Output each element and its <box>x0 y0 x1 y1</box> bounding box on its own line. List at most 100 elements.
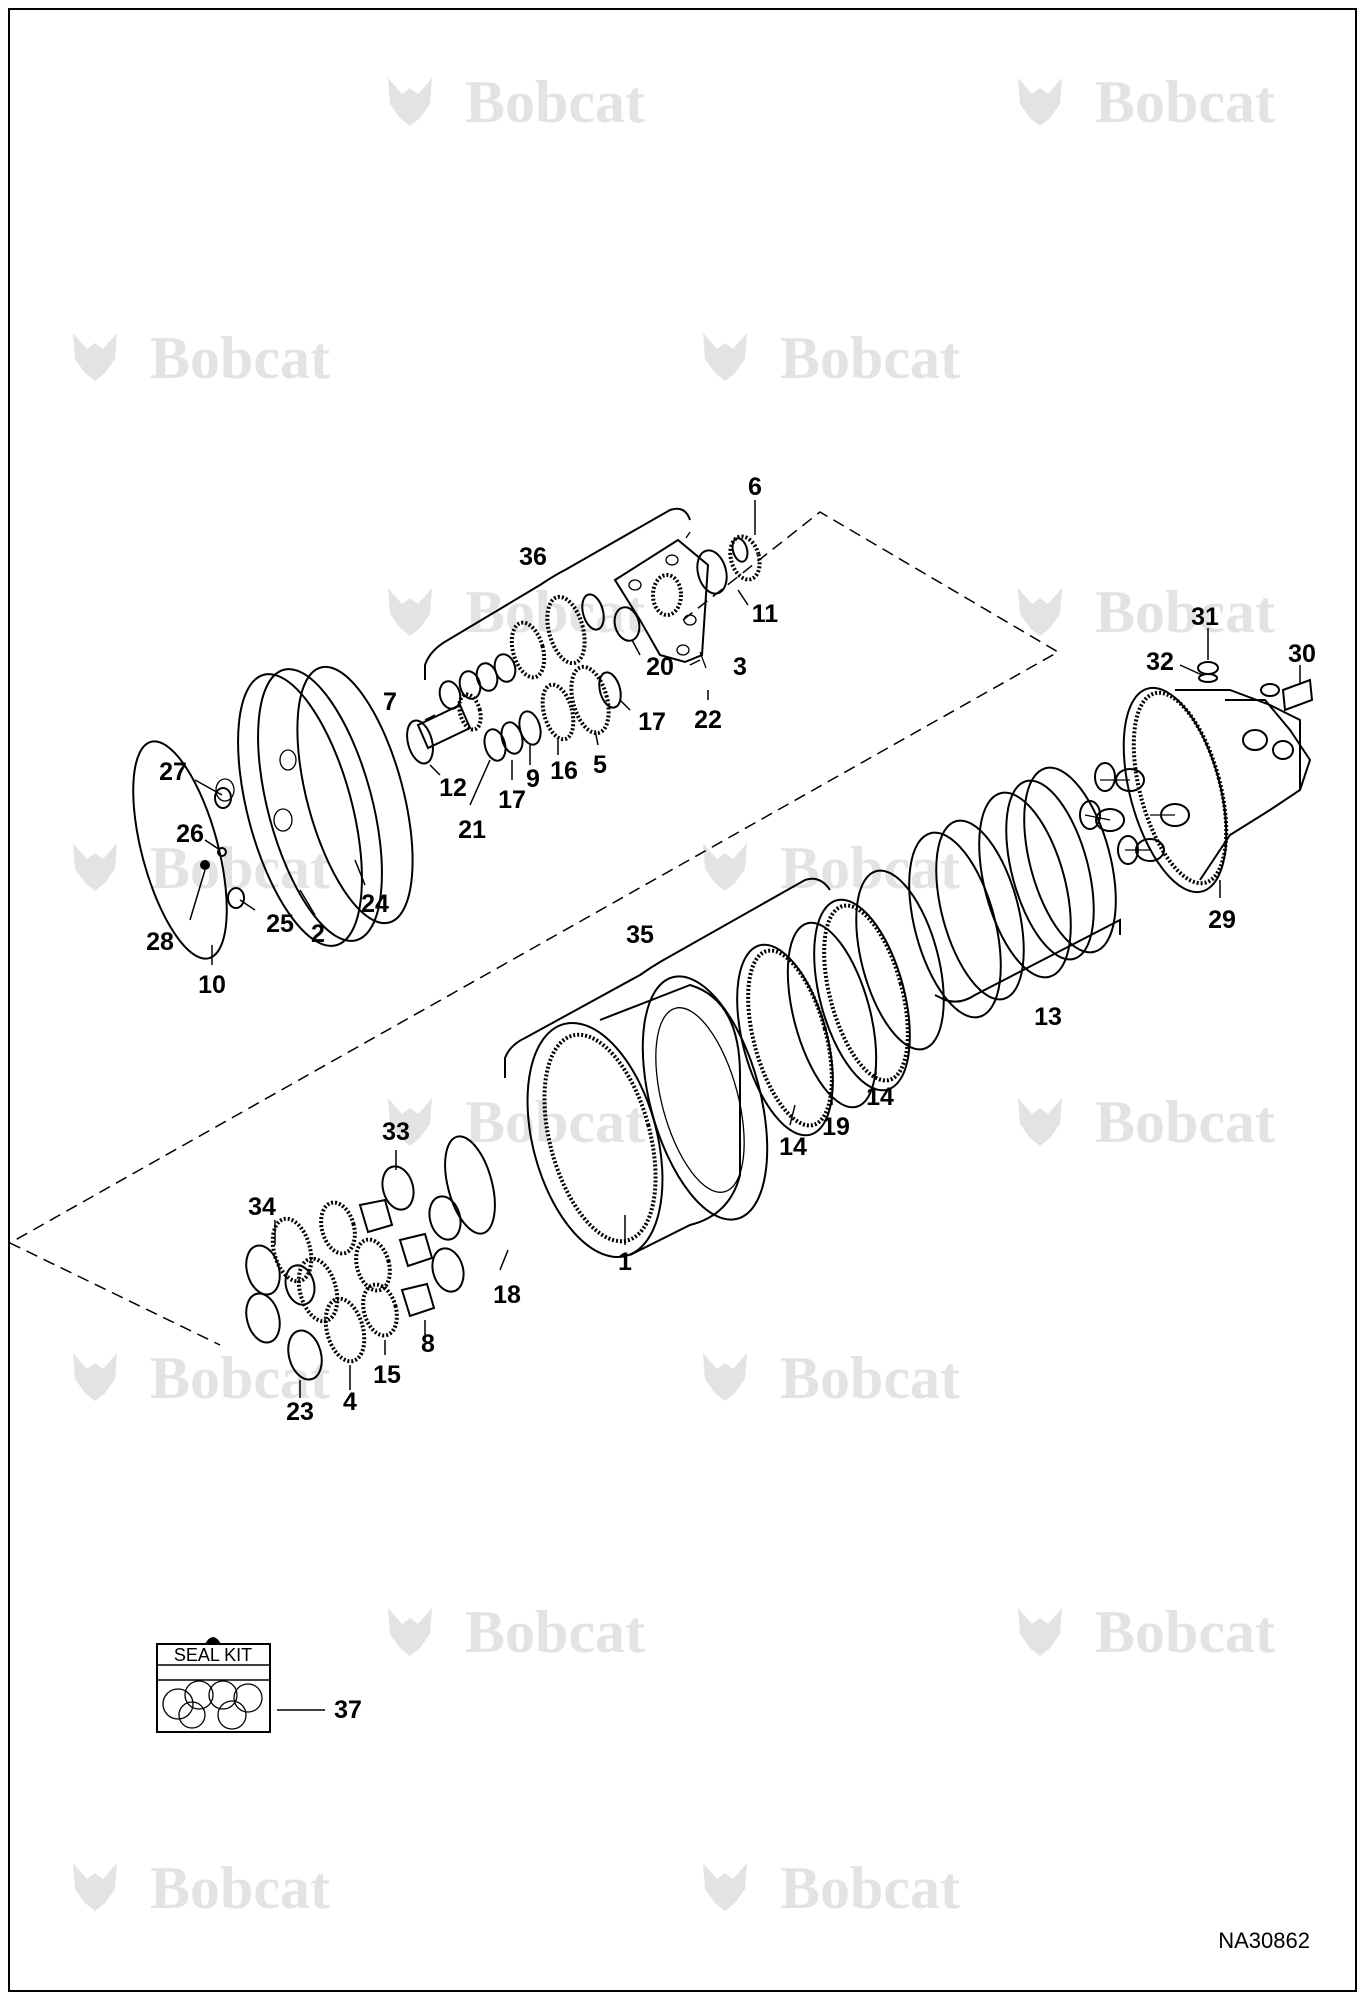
bracket-13 <box>934 918 1121 1003</box>
carrier-hole <box>676 644 690 656</box>
sun-gear-7 <box>416 703 472 750</box>
callout-17a: 17 <box>638 708 666 736</box>
ball-26 <box>217 847 227 857</box>
callout-8: 8 <box>421 1330 435 1358</box>
bobcat-head-icon <box>73 333 117 381</box>
hub-1-body <box>599 983 741 1256</box>
washer-17b <box>598 671 622 709</box>
callout-10: 10 <box>198 971 226 999</box>
callout-29: 29 <box>1208 906 1236 934</box>
callout-labels: 6 36 11 20 3 22 7 17 12 5 16 9 17 21 27 … <box>146 473 1316 1724</box>
callout-26: 26 <box>176 820 204 848</box>
callout-33: 33 <box>382 1118 410 1146</box>
planet-gear-5 <box>569 664 611 736</box>
callout-35: 35 <box>626 921 654 949</box>
bearing-9 <box>518 710 542 746</box>
planet-gear-16 <box>540 682 576 742</box>
carrier-group <box>406 531 762 765</box>
thrust-washer-23 <box>287 1329 323 1381</box>
floating-seal <box>1005 779 1095 961</box>
watermark-text: Bobcat <box>1095 1089 1275 1155</box>
planet-gear-4 <box>296 1256 340 1324</box>
watermark-text: Bobcat <box>465 69 645 135</box>
motor-valve-block <box>1225 699 1312 791</box>
drawing-number: NA30862 <box>1218 1928 1310 1953</box>
snap-ring-10 <box>132 740 228 960</box>
bobcat-head-icon <box>1018 588 1062 636</box>
sun-gear-7-teeth <box>457 692 483 732</box>
travel-motor-29 <box>1079 661 1314 894</box>
bracket-36 <box>424 507 691 680</box>
ring-gear-1-teeth <box>542 1032 658 1244</box>
thrust-washer-12 <box>406 719 434 765</box>
motor-flange-bolts <box>1131 690 1229 886</box>
motor-stud-end <box>1117 835 1139 865</box>
washer-17 <box>500 721 524 755</box>
carrier-hole <box>683 614 697 626</box>
watermark-text: Bobcat <box>780 1345 960 1411</box>
callout-23: 23 <box>286 1398 314 1426</box>
callout-36: 36 <box>519 543 547 571</box>
callout-34: 34 <box>248 1193 276 1221</box>
plug-27 <box>214 787 232 809</box>
cover-group <box>132 665 414 960</box>
callout-21: 21 <box>458 816 486 844</box>
callout-9: 9 <box>526 765 540 793</box>
bobcat-head-icon <box>73 843 117 891</box>
bobcat-head-icon <box>1018 78 1062 126</box>
carrier-3-spline <box>651 573 683 617</box>
plug-hole <box>273 808 293 832</box>
bearing <box>493 653 517 683</box>
seal-group-13 <box>855 766 1117 1051</box>
plug <box>1260 683 1280 697</box>
carrier-hole <box>628 579 642 591</box>
callout-25: 25 <box>266 910 294 938</box>
hub-1-flange <box>641 975 769 1221</box>
bobcat-head-icon <box>703 843 747 891</box>
snap-ring-18 <box>444 1135 496 1235</box>
motor-stud <box>1095 808 1125 832</box>
ball-28 <box>200 860 210 870</box>
washer <box>438 680 462 710</box>
bearing-14a-rollers <box>746 948 834 1128</box>
watermark-text: Bobcat <box>780 325 960 391</box>
seal-kit-label: SEAL KIT <box>174 1645 252 1665</box>
thrust-washer-33 <box>381 1165 415 1211</box>
hub-group <box>444 898 911 1259</box>
callout-31: 31 <box>1191 603 1219 631</box>
watermark-text: Bobcat <box>150 1855 330 1921</box>
bobcat-head-icon <box>388 78 432 126</box>
watermark-text: Bobcat <box>150 325 330 391</box>
callout-4: 4 <box>343 1388 357 1416</box>
planet-gear-15 <box>361 1282 399 1338</box>
bearing-8 <box>398 1232 434 1268</box>
callout-20: 20 <box>646 653 674 681</box>
callout-27: 27 <box>159 758 187 786</box>
watermark-text: Bobcat <box>1095 1599 1275 1665</box>
planet-gear-4 <box>323 1296 367 1364</box>
watermark-text: Bobcat <box>150 1345 330 1411</box>
plug-hole <box>215 778 235 802</box>
bobcat-head-icon <box>1018 1098 1062 1146</box>
callout-37: 37 <box>334 1696 362 1724</box>
washer <box>458 670 482 700</box>
o-ring-icon <box>217 1700 247 1730</box>
assembly-axis-dashed-line <box>8 511 1060 1346</box>
o-ring-24 <box>296 665 414 925</box>
bracket-35 <box>504 877 831 1078</box>
watermark-text: Bobcat <box>1095 579 1275 645</box>
o-ring <box>1023 766 1117 954</box>
callout-7: 7 <box>383 688 397 716</box>
cover-2 <box>237 673 363 947</box>
cover-2-rim <box>257 668 383 942</box>
callout-6: 6 <box>748 473 762 501</box>
callout-1: 1 <box>618 1248 632 1276</box>
leader-lines <box>189 500 1301 1711</box>
callout-12: 12 <box>439 774 467 802</box>
drawing-frame <box>8 8 1357 1992</box>
callout-22: 22 <box>694 706 722 734</box>
floating-seal <box>978 791 1072 979</box>
thrust-washer-11 <box>696 549 728 595</box>
bobcat-head-icon <box>703 1863 747 1911</box>
callout-14a: 14 <box>779 1133 807 1161</box>
